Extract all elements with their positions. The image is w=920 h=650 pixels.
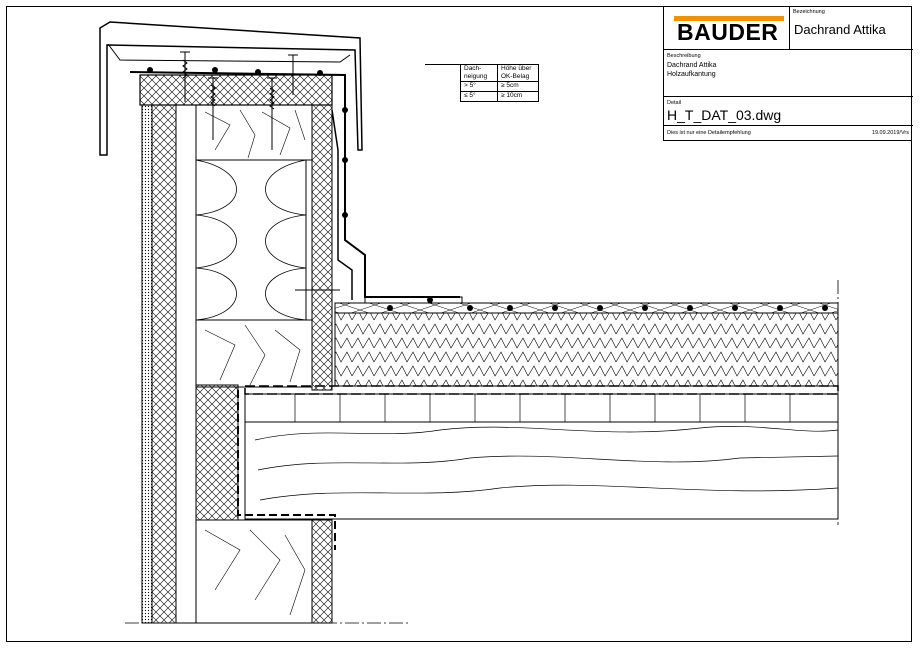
slope-row1: > 5° — [460, 81, 498, 92]
designation-value: Dachrand Attika — [794, 22, 886, 37]
detail-file: H_T_DAT_03.dwg — [667, 107, 782, 123]
metal-coping — [99, 21, 363, 156]
designation-label: Bezeichnung — [793, 9, 825, 15]
coping-inner — [107, 43, 351, 63]
slope-header: Dach-neigung — [460, 64, 498, 82]
timber-upper-grain — [204, 109, 306, 159]
membrane-dots — [147, 67, 828, 311]
title-block: BAUDER Bezeichnung Dachrand Attika Besch… — [663, 6, 913, 141]
disclaimer-text: Dies ist nur eine Detailempfehlung — [667, 130, 751, 136]
timber-post-right — [311, 104, 333, 391]
vapour-barrier — [244, 385, 839, 395]
beam-grain — [254, 426, 839, 501]
timber-bottom-grain — [204, 529, 306, 616]
wall-insulation — [195, 159, 307, 321]
membrane-upstand — [129, 71, 460, 298]
wall-insulation-lower — [195, 384, 239, 521]
height-header: Höhe über OK-Belag — [497, 64, 539, 82]
screws — [180, 51, 340, 291]
description-cell: Beschreibung Dachrand Attika Holzaufkant… — [664, 50, 913, 97]
description-label: Beschreibung — [667, 53, 701, 59]
timber-bottom — [195, 519, 313, 624]
roof-deck — [244, 393, 839, 423]
slope-table: Dach-neigung Höhe über OK-Belag > 5° ≥ 5… — [460, 64, 539, 102]
roof-beam — [244, 421, 839, 520]
drawing-frame — [6, 6, 912, 642]
date-text: 19.09.2019/Vrs — [871, 130, 909, 136]
roof-deck-joints — [294, 394, 791, 422]
wrap-membrane — [237, 390, 336, 550]
timber-post-left — [151, 104, 177, 624]
slope-row2: ≤ 5° — [460, 91, 498, 102]
facade-cladding — [141, 104, 153, 624]
footer-cell: Dies ist nur eine Detailempfehlung 19.09… — [664, 126, 913, 141]
slope-leader-line — [425, 64, 460, 65]
bauder-logo: BAUDER — [674, 16, 784, 45]
detail-cell: Detail H_T_DAT_03.dwg — [664, 97, 913, 126]
logo-cell: BAUDER — [664, 6, 790, 50]
wall-panel — [175, 104, 197, 624]
height-row2: ≥ 10cm — [497, 91, 539, 102]
top-layer — [334, 302, 839, 314]
insulation-loops — [195, 159, 307, 321]
designation-cell: Bezeichnung Dachrand Attika — [790, 6, 913, 50]
logo-text: BAUDER — [677, 19, 779, 45]
coping-board — [139, 74, 333, 106]
logo-stripe — [674, 16, 784, 21]
height-row1: ≥ 5cm — [497, 81, 539, 92]
timber-post-right-lower — [311, 519, 333, 624]
membrane-upstand-2 — [331, 109, 353, 300]
description-value: Dachrand Attika Holzaufkantung — [667, 62, 716, 79]
description-line2: Holzaufkantung — [667, 70, 716, 78]
detail-label: Detail — [667, 100, 682, 106]
timber-middle-grain — [204, 324, 301, 386]
description-line1: Dachrand Attika — [667, 62, 717, 69]
roof-insulation — [334, 312, 839, 387]
